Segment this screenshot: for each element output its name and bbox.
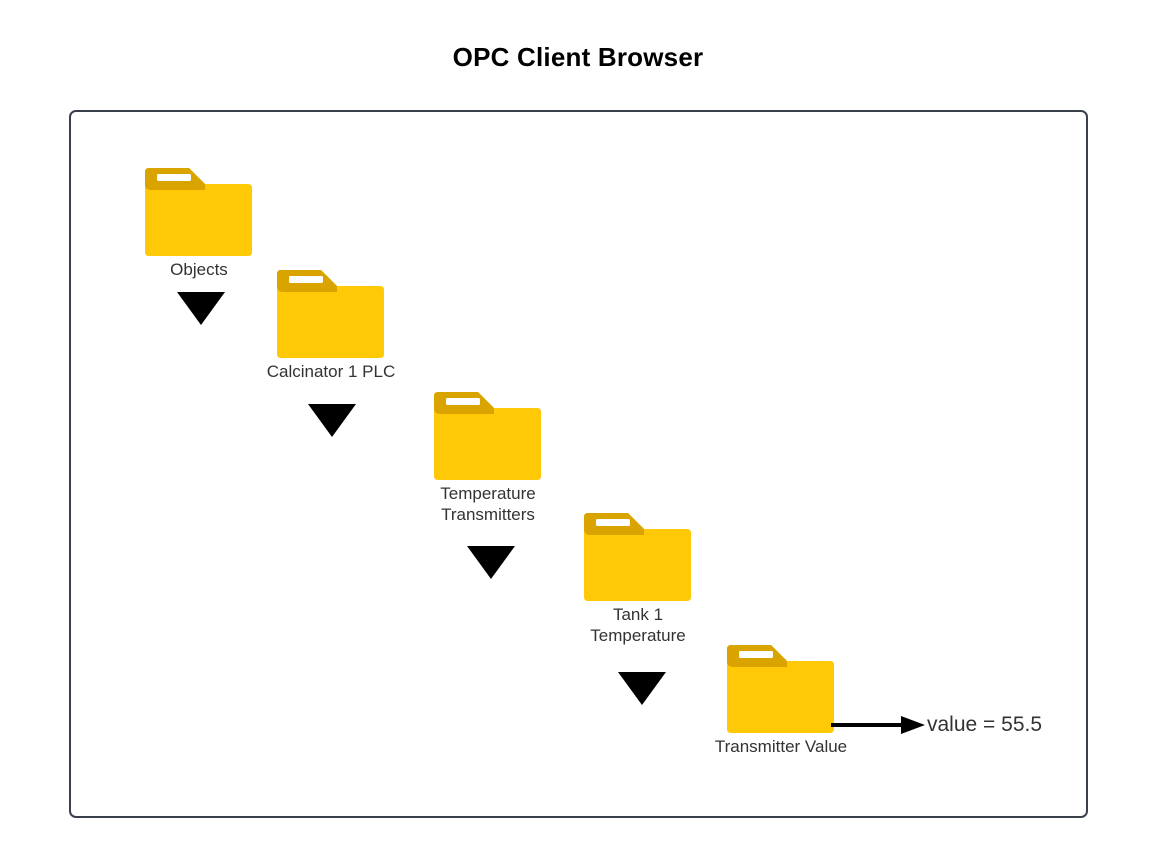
- opc-browser-panel: Objects Calcinator 1 PLC Temperature Tra…: [69, 110, 1088, 818]
- tree-node-calcinator-1-plc[interactable]: Calcinator 1 PLC: [267, 270, 431, 382]
- folder-icon[interactable]: [277, 270, 384, 358]
- tree-node-label: Objects: [170, 260, 228, 279]
- folder-icon[interactable]: [727, 645, 834, 733]
- value-readout: value = 55.5: [927, 713, 1043, 736]
- triangle-down-icon: [467, 546, 515, 579]
- folder-icon[interactable]: [434, 392, 541, 480]
- tree-node-label: Tank 1 Temperature: [590, 605, 686, 645]
- folder-icon[interactable]: [145, 168, 252, 256]
- tree-node-objects[interactable]: Objects: [145, 168, 299, 280]
- triangle-down-icon: [308, 404, 356, 437]
- tree-node-temperature-transmitters[interactable]: Temperature Transmitters: [434, 392, 588, 525]
- triangle-down-icon: [177, 292, 225, 325]
- tree-node-label: Temperature Transmitters: [440, 484, 536, 524]
- tree-node-label: Transmitter Value: [714, 737, 848, 756]
- tree-node-tank-1-temperature[interactable]: Tank 1 Temperature: [584, 513, 738, 646]
- folder-icon[interactable]: [584, 513, 691, 601]
- tree-node-transmitter-value[interactable]: Transmitter Value: [715, 645, 881, 757]
- page-title: OPC Client Browser: [452, 42, 704, 72]
- tree-node-label: Calcinator 1 PLC: [266, 362, 396, 381]
- arrow-right-icon: [831, 714, 927, 736]
- triangle-down-icon: [618, 672, 666, 705]
